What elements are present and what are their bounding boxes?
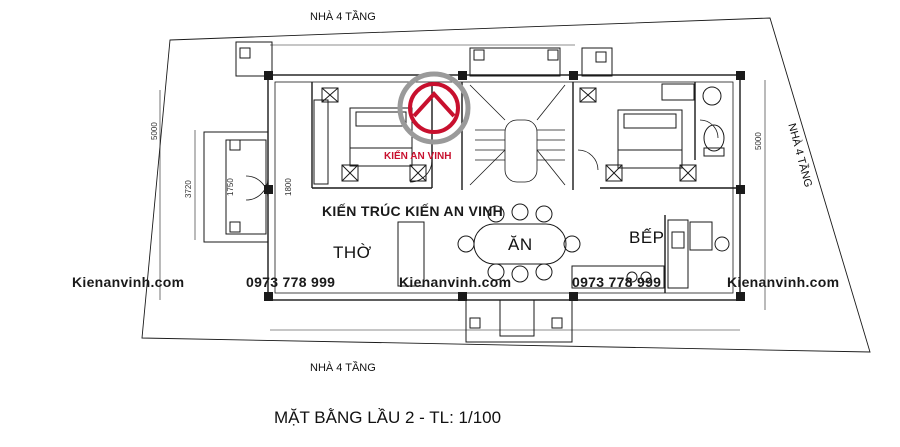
stair-diagonal (536, 149, 566, 186)
stair-diagonal (536, 84, 566, 121)
dining-chair (511, 265, 529, 283)
pier (473, 49, 485, 61)
pier (229, 139, 241, 151)
nightstand (341, 164, 359, 182)
door-swing (245, 177, 269, 201)
pier (551, 317, 563, 329)
pier (239, 47, 251, 59)
toilet-tank (703, 147, 725, 157)
room-label-an: ĂN (508, 235, 533, 254)
dining-chair (487, 205, 505, 223)
stove-burner (640, 271, 652, 283)
pier (229, 221, 241, 233)
door-swing (409, 159, 433, 183)
watermark-phone: 0973 778 999 (572, 274, 662, 290)
nightstand (605, 164, 623, 182)
nightstand-x (679, 164, 697, 182)
wardrobe-left (313, 99, 329, 185)
balcony-bottom-door (499, 299, 535, 337)
door-swing (245, 175, 269, 199)
fridge (689, 221, 713, 251)
nightstand (679, 164, 697, 182)
door-swing (699, 119, 719, 139)
room-label-bep: BẾP (629, 228, 665, 247)
balcony-top-stair (469, 47, 561, 77)
altar-table (397, 221, 425, 287)
watermark-site: Kienanvinh.com (727, 274, 840, 290)
bed-right (617, 109, 683, 169)
basin (702, 86, 722, 106)
column (458, 292, 467, 301)
column (736, 292, 745, 301)
wardrobe-right (661, 83, 695, 101)
column (736, 185, 745, 194)
pier (547, 49, 559, 61)
shelf (321, 87, 339, 103)
drawing-title: MẶT BẰNG LẦU 2 - TL: 1/100 (274, 408, 502, 427)
neighbor-label-bottom: NHÀ 4 TẦNG (310, 362, 376, 374)
center-title: KIẾN TRÚC KIẾN AN VINH (322, 203, 504, 219)
dimension-left-outer: 5000 (150, 122, 159, 140)
dimension-right-outer: 5000 (754, 132, 763, 150)
watermark-site: Kienanvinh.com (399, 274, 512, 290)
dining-chair (535, 205, 553, 223)
column (569, 71, 578, 80)
shelf (579, 87, 597, 103)
shelf-x (579, 87, 597, 103)
kitchen-sink (671, 231, 685, 249)
column (569, 292, 578, 301)
room-label-tho: THỜ (333, 243, 372, 262)
watermark-phone: 0973 778 999 (246, 274, 336, 290)
stair-diagonal (469, 149, 506, 186)
basin (714, 236, 730, 252)
pier (595, 51, 607, 63)
balcony-left (203, 131, 269, 243)
site-boundary (141, 17, 871, 353)
door-swing (577, 149, 599, 171)
kitchen-side-counter (667, 219, 689, 289)
dining-chair (535, 263, 553, 281)
logo-mark (397, 71, 471, 145)
nightstand-x (341, 164, 359, 182)
balcony-top-right (581, 47, 613, 77)
watermark-site: Kienanvinh.com (72, 274, 185, 290)
stair-diagonal (469, 84, 506, 121)
dimension-left-inner: 1750 (226, 178, 235, 196)
toilet (703, 124, 725, 152)
dimension-left-inner: 1800 (284, 178, 293, 196)
logo-text: KIẾN AN VINH (384, 151, 452, 162)
stove-burner (626, 271, 638, 283)
pier (469, 317, 481, 329)
shelf-x (321, 87, 339, 103)
bed-left-pillow (355, 111, 407, 127)
bed-right-pillow (623, 113, 677, 129)
nightstand (409, 164, 427, 182)
column (264, 292, 273, 301)
kitchen-counter (571, 265, 665, 289)
balcony-top-left (235, 41, 273, 77)
dining-chair (457, 235, 475, 253)
dining-chair (511, 203, 529, 221)
stair-core (504, 119, 538, 183)
column (458, 71, 467, 80)
neighbor-label-top: NHÀ 4 TẦNG (310, 11, 376, 23)
nightstand-x (605, 164, 623, 182)
dimension-left-mid: 3720 (184, 180, 193, 198)
dining-chair (487, 263, 505, 281)
dining-chair (563, 235, 581, 253)
nightstand-x (409, 164, 427, 182)
column (736, 71, 745, 80)
